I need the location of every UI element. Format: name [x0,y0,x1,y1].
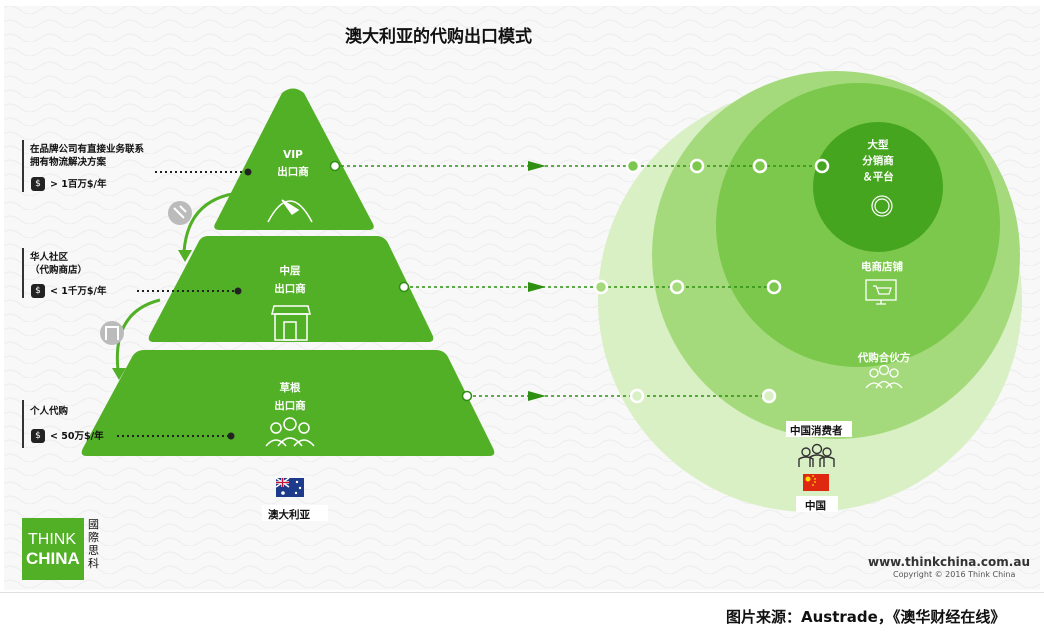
inner-label-line2: 分销商 [862,155,894,167]
guarantee-badge-icon [871,195,893,217]
think-china-logo: THINK CHINA [22,518,84,580]
airplane-icon [267,199,313,223]
china-consumer-label: 中国消费者 [790,425,843,437]
money-bag-icon: $ [31,284,45,298]
criteria-bar-3 [22,400,24,448]
dot-2 [234,287,242,295]
logo-think: THINK [28,531,76,548]
computer-cart-icon [865,279,897,305]
hand-cart-icon [168,201,192,225]
bottom-separator [0,592,1044,593]
flow-node-vip-3 [752,158,768,174]
partners-group-icon [865,364,903,389]
website-url: www.thinkchina.com.au [868,555,1030,569]
flow-arrow-middle [528,282,546,292]
copyright-text: Copyright © 2016 Think China [893,570,1016,579]
page-title: 澳大利亚的代购出口模式 [345,27,532,47]
handcart-icon-2 [100,321,124,345]
shopfront-icon [271,305,311,341]
money-bag-icon: $ [31,177,45,191]
criteria-1-line2: 拥有物流解决方案 [30,157,107,168]
tier-grassroots-line1: 草根 [279,382,301,394]
flow-node-grassroots-start [461,390,473,402]
consumers-icon [798,443,835,467]
logo-seal-text: 國際思科 [88,518,99,570]
curved-arrow-1 [182,190,249,253]
tier-middle-line2: 出口商 [274,283,306,295]
flow-node-grassroots-1 [629,388,645,404]
criteria-3-line1: 个人代购 [30,406,69,417]
inner-label-line1: 大型 [867,139,889,151]
criteria-2-line2: （代购商店） [30,265,88,276]
flow-node-grassroots-2 [761,388,777,404]
dot-3 [227,432,235,440]
criteria-bar-2 [22,248,24,298]
tier-vip-line2: 出口商 [277,166,309,178]
money-bag-icon: $ [31,429,45,443]
flow-node-vip-2 [689,158,705,174]
arrow-head-2 [112,368,126,380]
flow-node-middle-1 [593,279,609,295]
flow-node-middle-2 [669,279,685,295]
flow-node-vip-start [329,160,341,172]
flow-node-middle-start [398,281,410,293]
pyramid-tier-grassroots [81,350,495,456]
label-box-consumer [786,421,852,437]
flow-node-middle-3 [766,279,782,295]
tier-middle-line1: 中层 [279,265,301,277]
people-group-icon [265,417,315,447]
tier-grassroots-line2: 出口商 [274,400,306,412]
criteria-2-amount: < 1千万$/年 [50,286,107,297]
dot-1 [244,168,252,176]
label-box-china [796,496,838,512]
pyramid-tier-vip [214,88,374,230]
china-label: 中国 [805,500,826,512]
criteria-1-amount: > 1百万$/年 [50,179,107,190]
logo-china: CHINA [26,549,80,568]
criteria-2-line1: 华人社区 [30,252,69,263]
label-box-australia [262,505,328,521]
daigou-partner-label: 代购合伙方 [857,352,911,364]
tier-vip-line1: VIP [283,149,303,161]
australia-label: 澳大利亚 [268,509,310,521]
flow-node-vip-4 [814,158,830,174]
flow-node-vip-1 [625,158,641,174]
criteria-1-line1: 在品牌公司有直接业务联系 [30,144,145,155]
image-source-caption: 图片来源：Austrade，《澳华财经在线》 [726,608,1006,626]
flow-arrow-grassroots [528,391,546,401]
australia-flag-icon [275,477,304,497]
ecommerce-store-label: 电商店铺 [861,261,903,273]
arrow-head-1 [178,250,192,262]
china-flag-icon [803,474,829,491]
inner-circle [813,122,943,252]
criteria-3-amount: < 50万$/年 [50,431,104,442]
criteria-bar-1 [22,140,24,192]
flow-arrow-vip [528,161,546,171]
inner-label-line3: ＆平台 [862,171,894,183]
curved-arrow-2 [115,298,161,371]
pyramid-tier-middle [148,236,434,342]
